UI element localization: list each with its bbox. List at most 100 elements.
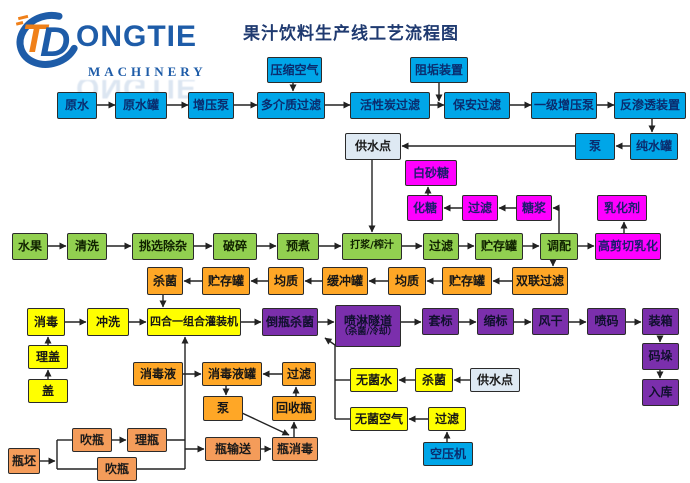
- node-sanitizer-tank: 消毒液罐: [202, 362, 262, 386]
- node-label: 白砂糖: [412, 165, 449, 180]
- node-label: 泵: [588, 139, 601, 154]
- node-palletize: 码垛: [642, 343, 679, 370]
- node-ro-device: 反渗透装置: [614, 92, 686, 119]
- logo-main: T D ONGTIE MACHINERY: [10, 2, 250, 80]
- node-rinse: 冲洗: [87, 308, 129, 336]
- node-pulp-juice: 打浆/榨汁: [342, 233, 402, 260]
- svg-text:T: T: [22, 17, 50, 61]
- node-casing: 装箱: [642, 308, 679, 335]
- node-label: 贮存罐: [207, 273, 244, 288]
- node-sterilize-water: 杀菌: [415, 368, 453, 392]
- node-preform: 瓶坯: [8, 448, 40, 474]
- node-homogenize-a: 均质: [268, 267, 304, 295]
- node-sanitizer-pump: 泵: [203, 396, 243, 421]
- node-air-filter: 过滤: [428, 407, 466, 431]
- node-label: 阻垢装置: [414, 62, 463, 77]
- node-label: 喷淋隧道: [343, 313, 392, 328]
- node-emulsifier: 乳化剂: [597, 195, 647, 221]
- node-label: 调配: [546, 239, 571, 254]
- node-store-tank-a: 贮存罐: [202, 267, 250, 295]
- node-label: 糖浆: [521, 200, 546, 215]
- node-label: 消毒液: [139, 366, 176, 381]
- node-water-supply-point-2: 供水点: [470, 368, 520, 392]
- node-sublabel: （杀菌/冷却）: [339, 326, 397, 337]
- node-label: 一级增压泵: [533, 98, 594, 113]
- node-label: 四合一组合灌装机: [150, 315, 238, 329]
- node-label: 破碎: [222, 239, 247, 254]
- logo: T D ONGTIE MACHINERY ONGTIE MACHINERY: [10, 2, 250, 104]
- node-label: 反渗透装置: [619, 98, 680, 113]
- node-label: 吹瓶: [104, 461, 129, 476]
- node-label: 贮存罐: [448, 273, 485, 288]
- node-label: 杀菌: [421, 372, 446, 387]
- node-label: 缓冲罐: [326, 273, 363, 288]
- node-bottle-sanitize: 瓶消毒: [272, 437, 318, 461]
- node-antiscale-device: 阻垢装置: [410, 57, 468, 83]
- node-label: 供水点: [476, 372, 513, 387]
- node-label: 过滤: [428, 239, 453, 254]
- node-white-sugar: 白砂糖: [405, 160, 457, 186]
- node-label: 瓶坯: [11, 453, 36, 468]
- node-label: 无菌水: [355, 372, 392, 387]
- node-syrup: 糖浆: [516, 195, 552, 221]
- node-label: 供水点: [354, 139, 391, 154]
- node-label: 预煮: [285, 239, 310, 254]
- node-cap: 盖: [28, 379, 68, 403]
- node-precook: 预煮: [277, 233, 319, 260]
- node-label: 消毒液罐: [207, 366, 256, 381]
- node-pump-top: 泵: [575, 133, 615, 160]
- node-label: 理盖: [35, 349, 60, 364]
- node-label: 入库: [648, 385, 673, 400]
- node-label: 泵: [216, 401, 229, 416]
- logo-brand-text: ONGTIE: [76, 20, 198, 53]
- node-sterilize: 杀菌: [147, 267, 183, 295]
- node-label: 均质: [394, 273, 419, 288]
- node-label: 瓶输送: [214, 441, 251, 456]
- node-warehouse: 入库: [642, 379, 679, 406]
- node-multimedia-filter: 多介质过滤: [257, 92, 325, 119]
- node-label: 原水罐: [122, 98, 159, 113]
- node-label: 缩标: [483, 314, 508, 329]
- node-water-supply-point: 供水点: [345, 133, 401, 160]
- node-label: 倒瓶杀菌: [265, 314, 314, 329]
- node-label: 理瓶: [134, 432, 159, 447]
- node-label: 吹瓶: [79, 432, 104, 447]
- node-spray-tunnel: 喷淋隧道（杀菌/冷却）: [335, 305, 401, 347]
- node-air-compressor: 空压机: [423, 442, 473, 466]
- logo-subtitle: MACHINERY: [88, 64, 207, 79]
- node-blow-bottle-a: 吹瓶: [72, 428, 112, 452]
- node-label: 杀菌: [152, 273, 177, 288]
- node-label: 纯水罐: [635, 139, 672, 154]
- node-label: 瓶消毒: [276, 441, 313, 456]
- node-label: 贮存罐: [480, 239, 517, 254]
- node-juice-tank: 贮存罐: [475, 233, 523, 260]
- node-label: 活性炭过滤: [359, 98, 420, 113]
- node-pure-water-tank: 纯水罐: [630, 133, 678, 160]
- node-crush: 破碎: [213, 233, 257, 260]
- node-label: 压缩空气: [270, 62, 319, 77]
- node-label: 回收瓶: [275, 401, 312, 416]
- node-label: 水果: [17, 239, 42, 254]
- node-label: 均质: [273, 273, 298, 288]
- node-sugar-filter: 过滤: [462, 195, 498, 221]
- node-carbon-filter: 活性炭过滤: [350, 92, 430, 119]
- node-label: 打浆/榨汁: [350, 240, 394, 252]
- logo-emblem-icon: T D: [15, 11, 81, 68]
- node-sanitizer-filter: 过滤: [282, 362, 316, 386]
- node-label: 化糖: [412, 200, 437, 215]
- node-juice-filter: 过滤: [423, 233, 459, 260]
- node-blend: 调配: [540, 233, 578, 260]
- node-bottle-convey: 瓶输送: [205, 437, 261, 461]
- edge-52: [241, 412, 290, 436]
- node-store-tank-b: 贮存罐: [442, 267, 492, 295]
- node-booster-pump: 增压泵: [188, 92, 234, 119]
- node-sanitizer: 消毒液: [133, 362, 183, 386]
- node-label: 套标: [428, 314, 453, 329]
- node-label: 原水: [64, 98, 89, 113]
- svg-text:D: D: [40, 18, 70, 65]
- node-label: 喷码: [594, 314, 619, 329]
- node-sleeve-label: 套标: [422, 308, 459, 335]
- node-dual-filter: 双联过滤: [512, 267, 568, 295]
- node-air-dry: 风干: [532, 308, 569, 335]
